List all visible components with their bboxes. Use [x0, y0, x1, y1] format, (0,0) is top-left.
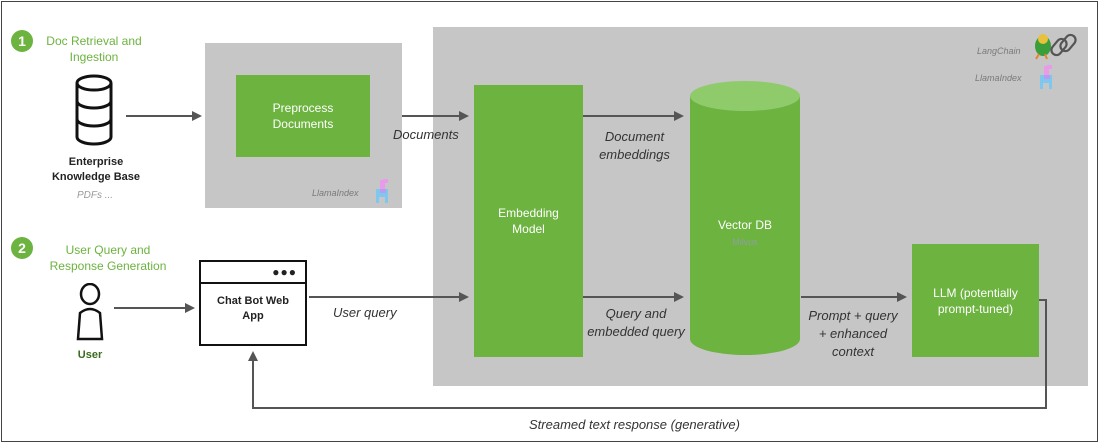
window-dots-icon: ●●●	[272, 265, 297, 279]
user-label: User	[77, 349, 103, 361]
vector-db-cylinder	[690, 81, 800, 355]
langchain-icon	[1035, 33, 1077, 60]
llamaindex-top-label: LlamaIndex	[975, 73, 1022, 83]
edge-label-streamed: Streamed text response (generative)	[529, 417, 740, 432]
database-icon	[75, 74, 113, 146]
step-1-title: Doc Retrieval and Ingestion	[46, 34, 142, 64]
embedding-model-box: Embedding Model	[474, 85, 583, 357]
knowledge-base-sub: PDFs ...	[76, 190, 114, 201]
edge-label-documents: Documents	[393, 127, 459, 142]
llm-box: LLM (potentially prompt-tuned)	[912, 244, 1039, 357]
step-1-badge: 1	[11, 30, 33, 52]
arrow-llm-to-chatbot	[248, 299, 1047, 409]
langchain-label: LangChain	[977, 46, 1021, 56]
edge-label-prompt: Prompt + query + enhanced context	[808, 308, 898, 359]
preprocess-documents-box: Preprocess Documents	[236, 75, 370, 157]
knowledge-base-title: Enterprise Knowledge Base	[51, 156, 141, 183]
vector-db-label: Vector DB	[717, 218, 773, 232]
chatbot-window: ●●● Chat Bot Web App	[199, 260, 307, 346]
edge-label-query-embedded: Query and embedded query	[587, 306, 685, 339]
llama-icon	[376, 179, 388, 203]
edge-label-user-query: User query	[333, 305, 397, 320]
step-2-badge: 2	[11, 237, 33, 259]
chatbot-label: Chat Bot Web App	[217, 295, 289, 322]
preprocess-llamaindex-label: LlamaIndex	[312, 188, 359, 198]
chatbot-titlebar: ●●●	[201, 262, 305, 284]
step-2-title: User Query and Response Generation	[49, 243, 167, 273]
user-icon	[76, 283, 104, 341]
llama-top-icon	[1040, 65, 1052, 89]
vector-db-sub: Milvus	[732, 237, 758, 247]
edge-label-document-embeddings: Document embeddings	[599, 129, 670, 162]
